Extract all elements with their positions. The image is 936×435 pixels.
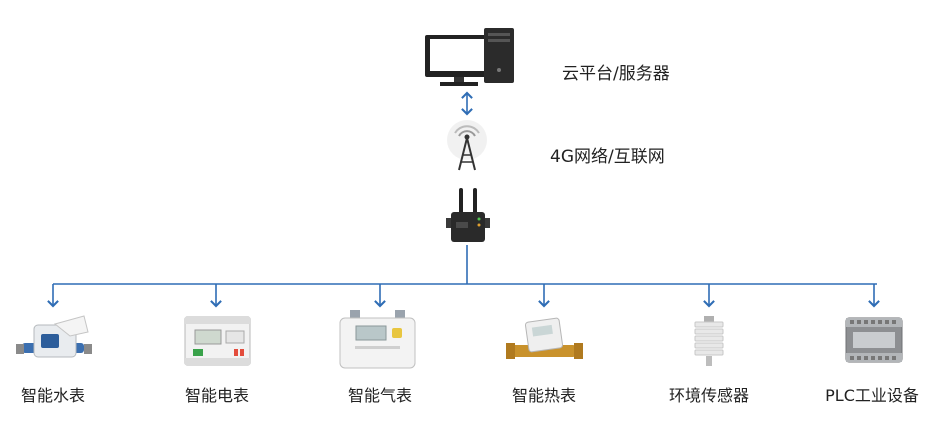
device-label-plc: PLC工业设备 [825,386,919,405]
gas-meter-icon [339,310,416,369]
4g-gateway-router-icon [446,188,490,242]
electric-meter-icon [184,316,251,366]
water-meter-icon [16,315,92,358]
network-label: 4G网络/互联网 [550,147,665,167]
heat-meter-icon [506,317,583,359]
device-label-electric: 智能电表 [184,386,249,405]
cell-tower-icon [447,120,487,171]
device-label-heat: 智能热表 [511,386,576,405]
plc-device-icon [845,317,903,363]
cloud-platform-label: 云平台/服务器 [562,64,670,84]
device-label-gas: 智能气表 [347,386,412,405]
environment-sensor-icon [694,316,724,366]
device-label-water: 智能水表 [20,386,85,405]
device-label-env: 环境传感器 [668,386,749,405]
desktop-computer-icon [425,28,514,86]
